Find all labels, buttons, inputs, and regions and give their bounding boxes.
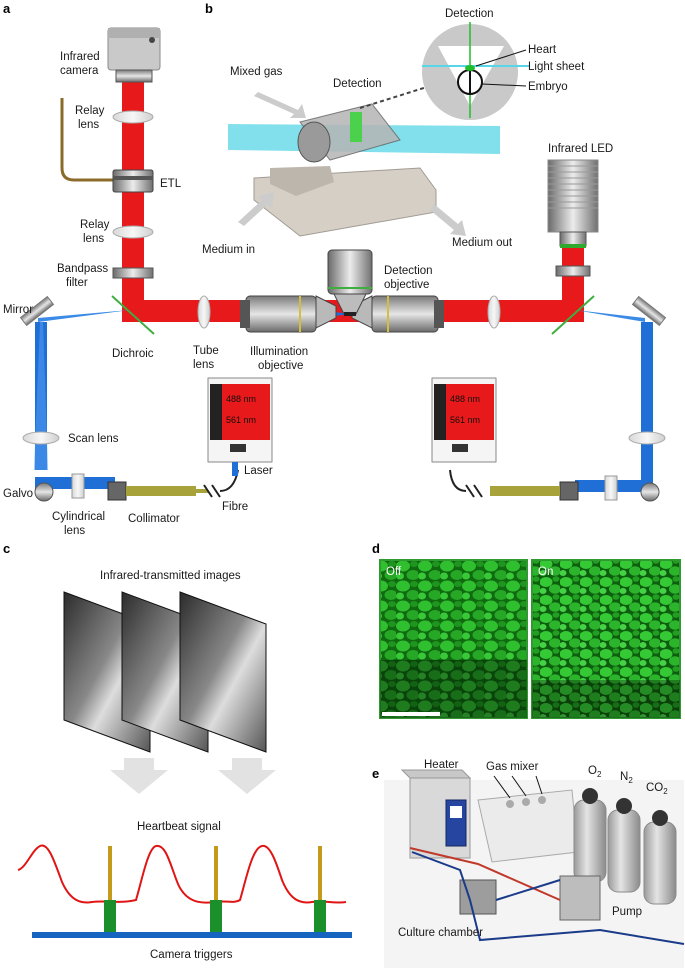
panel-label-d: d	[372, 541, 380, 556]
label-galvo: Galvo	[3, 488, 33, 500]
label-scan-lens: Scan lens	[68, 433, 119, 445]
label-relay-lens-mid-1: Relay	[80, 219, 110, 231]
panel-label-e: e	[372, 766, 379, 781]
etl-cable	[60, 98, 115, 182]
label-bandpass-2: filter	[66, 277, 88, 289]
heartbeat-title: Heartbeat signal	[137, 821, 221, 833]
scan-lens-left	[22, 431, 60, 445]
label-etl: ETL	[160, 178, 182, 190]
panel-label-b: b	[205, 1, 213, 16]
label-detection-objective-1: Detection	[384, 265, 433, 277]
scan-lens-right	[628, 431, 666, 445]
tube-lens	[197, 295, 211, 329]
image-on	[531, 559, 681, 719]
label-medium-in: Medium in	[202, 244, 255, 256]
laser-right-line-2: 561 nm	[450, 415, 480, 425]
label-relay-lens-top-1: Relay	[75, 105, 105, 117]
laser-left-line-1: 488 nm	[226, 394, 256, 404]
label-off: Off	[386, 566, 402, 578]
label-medium-out: Medium out	[452, 237, 513, 249]
label-light-sheet: Light sheet	[528, 61, 585, 73]
label-illumination-objective-2: objective	[258, 360, 303, 372]
label-o2: O2	[588, 765, 602, 779]
relay-lens-top	[112, 110, 154, 124]
hardware-setup	[384, 769, 685, 968]
label-dichroic: Dichroic	[112, 348, 154, 360]
dichroic-left	[111, 295, 155, 335]
down-arrows	[110, 758, 276, 794]
infrared-led	[547, 159, 599, 248]
label-on: On	[538, 566, 553, 578]
laser-beam-right	[575, 310, 653, 492]
heartbeat-trace	[17, 844, 347, 904]
laser-left-line-2: 561 nm	[226, 415, 256, 425]
label-fibre: Fibre	[222, 501, 248, 513]
tube-lens-right	[487, 295, 501, 329]
label-detection-b: Detection	[333, 78, 382, 90]
relay-lens-mid	[112, 225, 154, 239]
label-mixed-gas: Mixed gas	[230, 66, 283, 78]
mirror-right	[631, 295, 667, 327]
etl	[112, 169, 154, 193]
camera-trigger-bar	[32, 932, 352, 938]
label-cyl-lens-2: lens	[64, 525, 85, 537]
detection-objective	[327, 249, 373, 316]
laser-right-line-1: 488 nm	[450, 394, 480, 404]
panel-label-c: c	[3, 541, 10, 556]
mirror-left	[19, 295, 55, 327]
label-pump: Pump	[612, 906, 642, 918]
label-collimator: Collimator	[128, 513, 180, 525]
illumination-objective-left	[240, 295, 337, 333]
label-detection-objective-2: objective	[384, 279, 429, 291]
cylindrical-lens-right	[604, 475, 618, 501]
collimator-left	[107, 469, 239, 501]
dichroic-right	[551, 295, 595, 335]
label-infrared-camera-2: camera	[60, 65, 99, 77]
galvo-left	[34, 482, 54, 502]
cylindrical-lens-left	[71, 473, 85, 499]
label-laser: Laser	[244, 465, 273, 477]
laser-beam-left	[34, 310, 130, 489]
label-heart: Heart	[528, 44, 557, 56]
trigger-posts	[104, 846, 326, 932]
panel-label-a: a	[3, 1, 11, 16]
laser-left	[207, 377, 273, 476]
label-embryo: Embryo	[528, 81, 568, 93]
label-mirror: Mirror	[3, 304, 33, 316]
label-infrared-camera-1: Infrared	[60, 51, 100, 63]
embryo-inset	[422, 22, 530, 120]
label-heater: Heater	[424, 759, 459, 771]
collimator-right	[449, 469, 579, 501]
sample-holder	[228, 80, 500, 237]
laser-right	[431, 377, 497, 463]
label-gas-mixer: Gas mixer	[486, 761, 539, 773]
bandpass-right	[555, 265, 591, 277]
label-tube-lens-1: Tube	[193, 345, 219, 357]
galvo-right	[640, 482, 660, 502]
images-title: Infrared-transmitted images	[100, 570, 241, 582]
label-co2: CO2	[646, 782, 668, 796]
illumination-objective-right	[351, 295, 444, 333]
bandpass-filter	[112, 267, 154, 279]
label-relay-lens-mid-2: lens	[83, 233, 104, 245]
label-culture-chamber: Culture chamber	[398, 927, 483, 939]
infrared-camera	[107, 27, 161, 83]
infrared-image-stack	[63, 591, 267, 753]
label-infrared-led: Infrared LED	[548, 143, 613, 155]
camera-triggers-label: Camera triggers	[150, 949, 233, 961]
label-relay-lens-top-2: lens	[78, 119, 99, 131]
label-illumination-objective-1: Illumination	[250, 346, 308, 358]
label-n2: N2	[620, 771, 633, 785]
image-off	[379, 559, 528, 719]
label-cyl-lens-1: Cylindrical	[52, 511, 105, 523]
label-detection-top: Detection	[445, 8, 494, 20]
label-tube-lens-2: lens	[193, 359, 214, 371]
label-bandpass-1: Bandpass	[57, 263, 108, 275]
